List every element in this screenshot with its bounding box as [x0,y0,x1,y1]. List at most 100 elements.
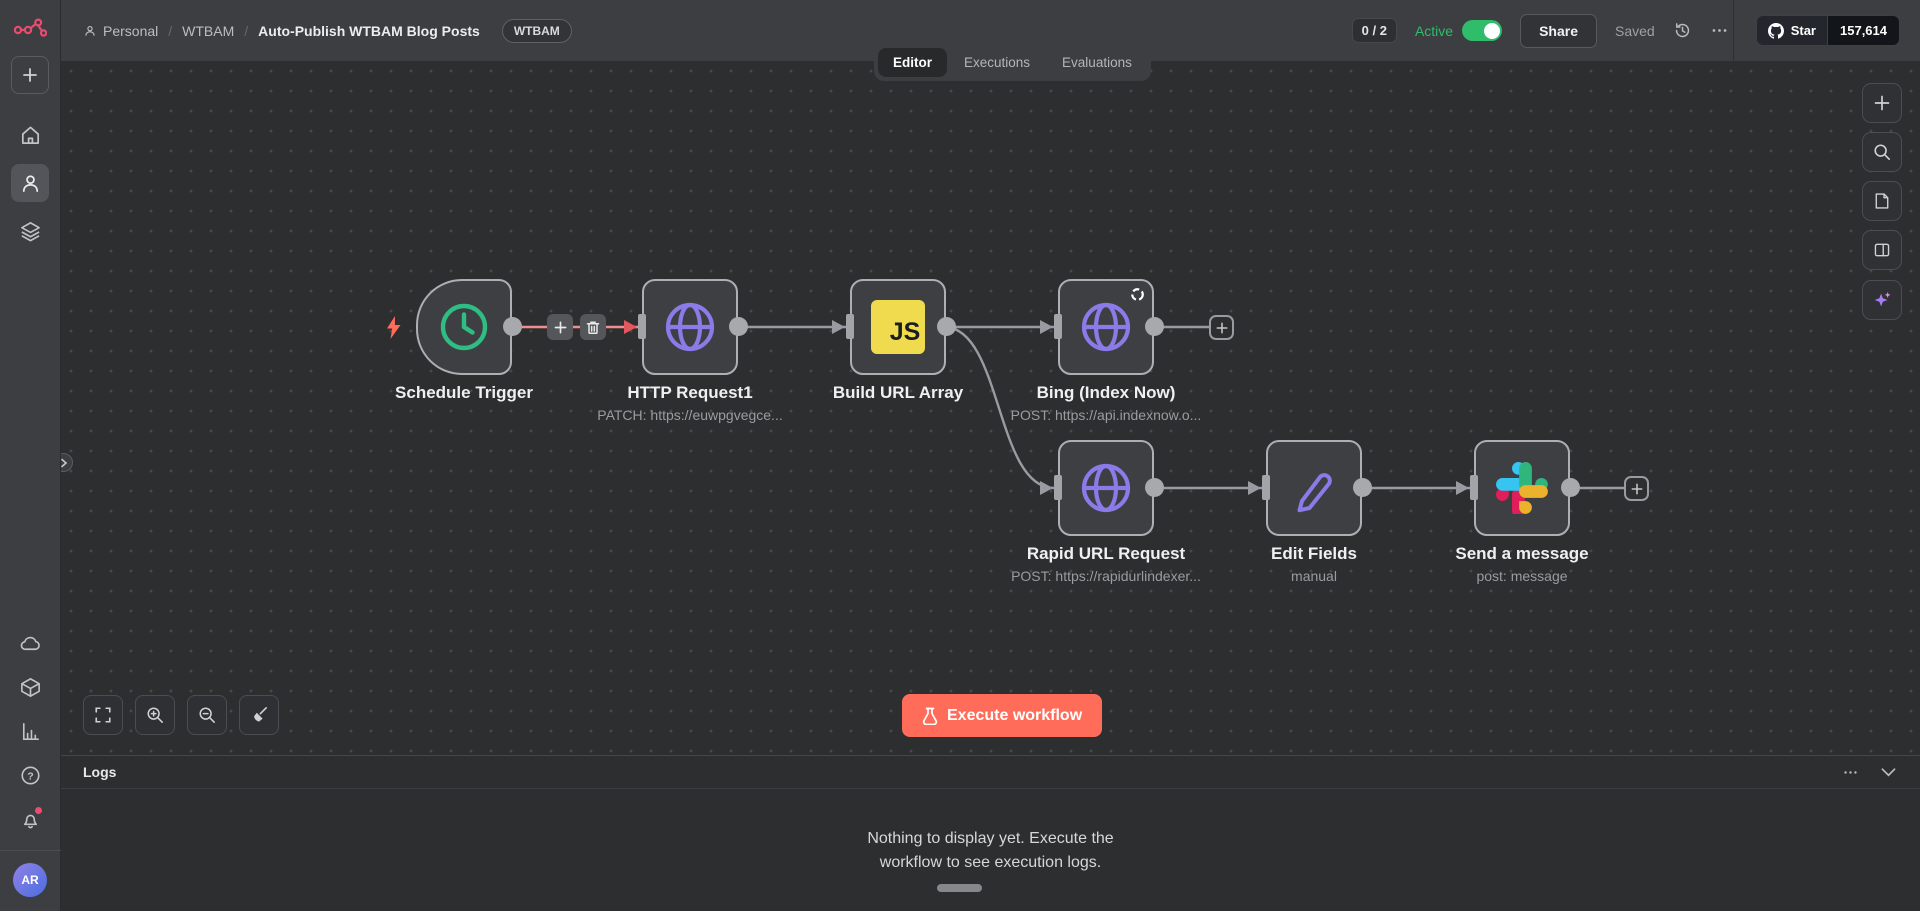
avatar[interactable]: AR [13,863,47,897]
node-bing-index-now[interactable]: Bing (Index Now) POST: https://api.index… [1011,279,1201,423]
svg-text:?: ? [27,770,33,782]
node-label: Send a message [1455,544,1589,563]
layers-icon [20,221,40,241]
tidy-up-button[interactable] [239,695,279,735]
github-star-label: Star [1790,23,1816,38]
breadcrumb-personal[interactable]: Personal [83,23,158,39]
plus-icon [1631,483,1642,494]
logs-title: Logs [83,764,117,780]
zoom-out-button[interactable] [187,695,227,735]
split-panel-icon [1874,243,1890,257]
sidebar-item-insights[interactable] [11,712,49,750]
zoom-in-button[interactable] [135,695,175,735]
package-icon [20,677,40,697]
breadcrumb-separator: / [244,22,249,39]
node-edit-fields[interactable]: Edit Fields manual [1266,440,1362,584]
node-label: Schedule Trigger [395,383,533,402]
node-subtitle: manual [1291,568,1337,584]
svg-text:JS: JS [890,318,921,346]
output-port[interactable] [1353,478,1372,497]
sidebar-item-notifications[interactable] [11,800,49,838]
sparkles-icon [1874,292,1891,307]
search-icon [1874,144,1891,161]
history-icon [1675,23,1689,38]
logs-collapse-button[interactable] [1881,767,1896,777]
globe-icon [1081,463,1131,513]
sidebar-item-templates[interactable] [11,668,49,706]
sidebar-item-home[interactable] [11,116,49,154]
main-area: Personal / WTBAM / Auto-Publish WTBAM Bl… [61,0,1920,911]
connection-build-rapid[interactable] [945,325,1055,490]
input-port[interactable] [846,314,854,339]
sidebar-item-personal[interactable] [11,164,49,202]
sidebar-item-help[interactable]: ? [11,756,49,794]
add-node-after-slack-button[interactable] [1624,476,1649,501]
node-label: HTTP Request1 [627,383,753,402]
execute-workflow-label: Execute workflow [947,706,1083,724]
add-workflow-button[interactable] [11,56,49,94]
more-options-button[interactable] [1710,21,1729,40]
node-send-a-message[interactable]: Send a message post: message [1455,440,1589,584]
chevron-right-icon [61,458,67,467]
delete-connection-button[interactable] [580,314,606,340]
tab-editor[interactable]: Editor [878,48,947,77]
workflow-name[interactable]: Auto-Publish WTBAM Blog Posts [258,22,480,39]
input-port[interactable] [1262,475,1270,500]
share-button[interactable]: Share [1520,13,1597,48]
output-port[interactable] [1145,478,1164,497]
slack-icon [1496,462,1548,514]
trash-icon [586,320,600,334]
logs-options-button[interactable] [1842,764,1859,781]
node-schedule-trigger[interactable]: Schedule Trigger [395,279,533,402]
output-port[interactable] [937,317,956,336]
ai-assistant-button[interactable] [1862,280,1902,320]
node-http-request1[interactable]: HTTP Request1 PATCH: https://euwpgvegce.… [597,279,783,423]
add-node-on-connection-button[interactable] [547,314,573,340]
tab-executions[interactable]: Executions [949,48,1045,77]
output-port[interactable] [729,317,748,336]
toggle-panel-layout-button[interactable] [1862,230,1902,270]
node-rapid-url-request[interactable]: Rapid URL Request POST: https://rapidurl… [1011,440,1201,584]
tab-evaluations[interactable]: Evaluations [1047,48,1147,77]
sidebar-item-cloud[interactable] [11,624,49,662]
node-subtitle: POST: https://api.indexnow.o... [1010,407,1202,423]
workflow-issues-badge: 0 / 2 [1351,18,1397,43]
input-port[interactable] [638,314,646,339]
active-toggle-group[interactable]: Active [1415,20,1503,41]
clock-icon [440,303,488,351]
output-port[interactable] [1561,478,1580,497]
output-port[interactable] [1145,317,1164,336]
active-toggle[interactable] [1462,20,1503,41]
input-port[interactable] [1054,314,1062,339]
workflow-history-button[interactable] [1673,21,1692,40]
github-icon [1767,22,1784,39]
expand-sidebar-chip[interactable] [61,453,73,472]
open-nodes-panel-button[interactable] [1862,83,1902,123]
fit-view-button[interactable] [83,695,123,735]
notification-dot [35,807,42,814]
add-node-after-bing-button[interactable] [1209,315,1234,340]
pencil-icon [1297,473,1332,513]
github-star-widget[interactable]: Star 157,614 [1755,15,1900,46]
node-label: Rapid URL Request [1026,544,1186,563]
logs-header[interactable]: Logs [61,756,1920,789]
search-canvas-button[interactable] [1862,132,1902,172]
workflow-canvas[interactable]: Schedule Trigger HTTP Request1 PATCH: ht… [61,61,1920,755]
output-port[interactable] [503,317,522,336]
github-star-count: 157,614 [1827,16,1899,45]
connection-arrow-icon [1040,320,1053,334]
add-sticky-note-button[interactable] [1862,181,1902,221]
input-port[interactable] [1470,475,1478,500]
breadcrumb-folder[interactable]: WTBAM [182,22,235,39]
github-section: Star 157,614 [1732,0,1920,61]
globe-icon [665,302,715,352]
fit-view-icon [95,707,111,723]
logs-resize-handle[interactable] [937,884,982,892]
node-build-url-array[interactable]: JS Build URL Array [833,279,963,402]
workflow-tag[interactable]: WTBAM [501,18,572,43]
input-port[interactable] [1054,475,1062,500]
sidebar-item-projects[interactable] [11,212,49,250]
connections-layer [512,320,1624,495]
saved-status: Saved [1615,22,1655,39]
execute-workflow-button[interactable]: Execute workflow [902,694,1103,737]
